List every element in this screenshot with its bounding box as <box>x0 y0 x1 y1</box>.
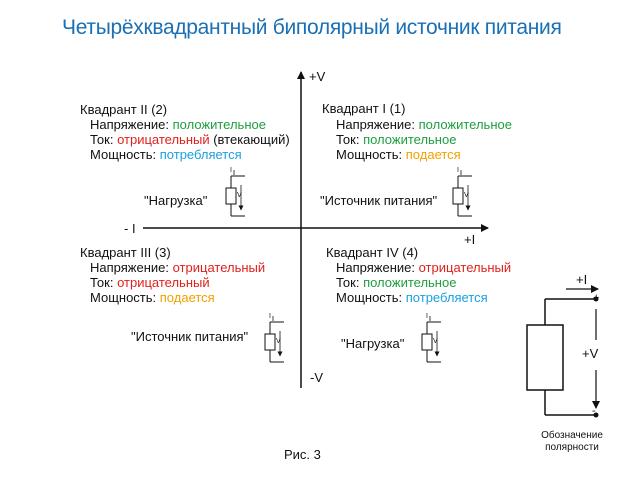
quadrant-2-role: "Нагрузка" <box>144 193 208 208</box>
quadrant-3-voltage: Напряжение: отрицательный <box>90 260 266 275</box>
quadrant-2-voltage: Напряжение: положительное <box>90 117 266 132</box>
quadrant-4-role: "Нагрузка" <box>341 336 405 351</box>
quadrant-3-role: "Источник питания" <box>131 329 249 344</box>
mini-q2-i-label: I <box>230 167 232 174</box>
quadrant-4-block: Квадрант IV (4) Напряжение: отрицательны… <box>326 245 511 305</box>
polarity-caption: Обозначение полярности <box>541 430 603 453</box>
mini-q2-v-label: V <box>237 192 242 199</box>
quadrant-4-heading: Квадрант IV (4) <box>326 245 419 260</box>
mini-circuit-q3 <box>264 316 284 363</box>
mini-circuit-q1 <box>452 170 472 217</box>
mini-q4-v-label: V <box>433 338 438 345</box>
polarity-voltage-label: +V <box>582 346 599 361</box>
mini-q3-v-label: V <box>276 338 281 345</box>
quadrant-1-heading: Квадрант I (1) <box>322 101 406 116</box>
quadrant-3-block: Квадрант III (3) Напряжение: отрицательн… <box>80 245 265 305</box>
quadrant-2-power: Мощность: потребляется <box>90 147 242 162</box>
quadrant-2-block: Квадрант II (2) Напряжение: положительно… <box>80 102 290 162</box>
quadrant-1-block: Квадрант I (1) Напряжение: положительное… <box>322 100 512 162</box>
mini-q1-v-label: V <box>464 192 469 199</box>
quadrant-1-role: "Источник питания" <box>320 193 438 208</box>
quadrant-1-voltage: Напряжение: положительное <box>336 117 512 132</box>
axis-label-plus-v: +V <box>309 69 326 84</box>
quadrant-1-current: Ток: положительное <box>336 132 457 147</box>
quadrant-3-heading: Квадрант III (3) <box>80 245 171 260</box>
figure-caption: Рис. 3 <box>284 447 321 462</box>
quadrant-3-power: Мощность: подается <box>90 290 215 305</box>
polarity-current-label: +I <box>576 272 588 287</box>
quadrant-4-power: Мощность: потребляется <box>336 290 488 305</box>
polarity-circuit <box>526 285 600 418</box>
mini-q3-i-label: I <box>269 313 271 320</box>
quadrant-2-heading: Квадрант II (2) <box>80 102 168 117</box>
quadrant-4-current: Ток: положительное <box>336 275 457 290</box>
quadrant-3-current: Ток: отрицательный <box>90 275 210 290</box>
page-title: Четырёхквадрантный биполярный источник п… <box>62 16 562 39</box>
polarity-plus: + <box>593 292 600 304</box>
axis-label-minus-i: - I <box>124 221 136 236</box>
quadrant-1-power: Мощность: подается <box>336 147 461 162</box>
quadrant-4-voltage: Напряжение: отрицательный <box>336 260 512 275</box>
mini-q1-i-label: I <box>457 167 459 174</box>
axis-label-minus-v: -V <box>310 370 323 385</box>
axis-label-plus-i: +I <box>464 232 476 247</box>
mini-circuit-q4 <box>421 316 441 363</box>
mini-circuit-q2 <box>225 170 245 217</box>
mini-q4-i-label: I <box>426 313 428 320</box>
polarity-minus: - <box>592 405 596 417</box>
quadrant-2-current: Ток: отрицательный (втекающий) <box>90 132 290 147</box>
